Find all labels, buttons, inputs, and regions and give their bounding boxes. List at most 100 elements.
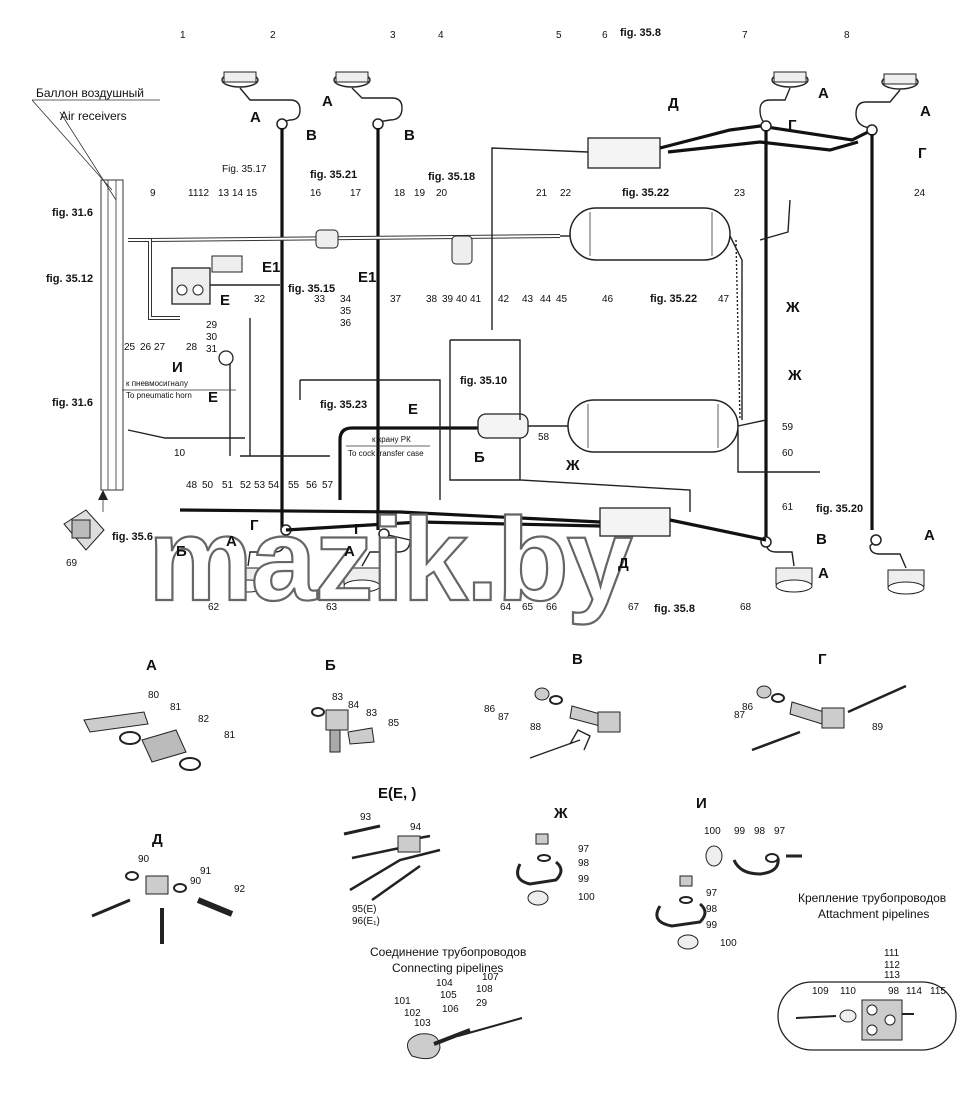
detail-callout-number: 101 [394,996,411,1007]
brake-valve-top [491,137,661,330]
detail-callout-number: 82 [198,714,210,725]
callout-number: 60 [782,448,794,459]
letter-v: В [816,531,827,548]
brake-chamber-top-right-2 [855,73,919,129]
callout-number: 25 [124,342,136,353]
detail-callout-number: 85 [388,718,400,729]
detail-callout-number: 104 [436,978,453,989]
callout-number: 47 [718,294,730,305]
detail-callout-number: 94 [410,822,422,833]
watermark: mazik.by [148,494,632,626]
brake-chamber-top-left-2 [333,71,403,123]
letter-e: Е [408,401,418,418]
brake-chamber-bottom-left-1 [229,532,286,593]
callout-number: 20 [436,188,448,199]
letter-b: Б [176,543,187,560]
letter-e: Е [220,292,230,309]
detail-callout-number: 97 [706,888,718,899]
detail-callout-number: 114 [906,986,922,997]
horn-label-ru: к пневмосигналу [126,379,188,388]
callout-number: 17 [350,188,362,199]
detail-callout-number: 86 [484,704,496,715]
letter-g: Г [354,521,363,538]
detail-callout-number: 100 [578,892,595,903]
detail-callout-number: 106 [442,1004,459,1015]
receiver-frame-bar [100,179,124,491]
pressure-gauge [218,350,234,366]
detail-title-b: Б [325,657,336,674]
letter-a: А [344,543,355,560]
air-receiver-lower [567,399,739,453]
detail-title-g: Г [818,651,827,668]
callout-number: 5 [556,30,562,41]
callout-number: 14 [232,188,244,199]
detail-callout-number: 100 [720,938,737,949]
detail-callout-number: 100 [704,826,721,837]
detail-callout-number: 84 [348,700,360,711]
detail-callout-number: 98 [706,904,718,915]
detail-zh-parts [516,833,563,906]
detail-callouts: 8081828183848385868788868789939495(Е)96(… [138,690,946,1029]
callout-number: 31 [206,344,218,355]
callout-number: 32 [254,294,266,305]
detail-title-v: В [572,651,583,668]
brake-chamber-bottom-right-2 [869,539,925,595]
callout-number: 19 [414,188,426,199]
detail-e-parts [343,824,441,902]
fig-ref: fig. 35.22 [650,293,697,305]
callout-number: 54 [268,480,280,491]
fig-ref: fig. 31.6 [52,207,93,219]
detail-callout-number: 87 [734,710,746,721]
callout-number: 10 [174,448,186,459]
fig-ref: fig. 35.21 [310,169,357,181]
brake-valve-bottom [599,507,671,537]
detail-callout-number: 95(Е) [352,904,376,915]
detail-callout-number: 93 [360,812,372,823]
letter-i: И [172,359,183,376]
letter-g: Г [250,517,259,534]
detail-callout-number: 91 [200,866,212,877]
brake-chamber-bottom-right-1 [765,541,813,593]
connecting-pipelines-detail [407,1017,523,1060]
letter-e: Е [208,389,218,406]
attach-caption-ru: Крепление трубопроводов [798,891,946,905]
callout-number: 62 [208,602,220,613]
callout-number: 50 [202,480,214,491]
letter-d: Д [618,555,629,572]
callout-number: 52 [240,480,252,491]
detail-callout-number: 98 [888,986,900,997]
detail-callout-number: 98 [578,858,590,869]
letter-e1: Е1 [358,269,376,286]
detail-callout-number: 99 [578,874,590,885]
callout-number: 69 [66,558,78,569]
callout-number: 7 [742,30,748,41]
fig-ref: fig. 35.18 [428,171,475,183]
letter-zh: Ж [565,457,580,474]
fig-ref: fig. 35.22 [622,187,669,199]
callout-number: 9 [150,188,156,199]
detail-callout-number: 90 [190,876,202,887]
detail-title-e: Е(Е, ) [378,785,416,802]
callout-number: 29 [206,320,218,331]
callout-number: 63 [326,602,338,613]
detail-callout-number: 83 [366,708,378,719]
callout-number: 64 [500,602,512,613]
section-letters: А В А В Д А Г А Г Е Е1 Е1 Ж Ж И Е Е Б Ж … [172,85,935,582]
detail-title-a: А [146,657,157,674]
fig-ref: fig. 35.20 [816,503,863,515]
detail-callout-number: 80 [148,690,160,701]
detail-callout-number: 103 [414,1018,431,1029]
detail-callout-number: 83 [332,692,344,703]
callout-number: 27 [154,342,166,353]
callout-number: 51 [222,480,234,491]
letter-d: Д [668,95,679,112]
callout-number: 68 [740,602,752,613]
detail-callout-number: 88 [530,722,542,733]
detail-callout-number: 110 [840,986,856,997]
callout-number: 34 [340,294,352,305]
callout-number: 28 [186,342,198,353]
callout-number: 3 [390,30,396,41]
detail-callout-number: 113 [884,970,900,981]
fig-ref: fig. 35.6 [112,531,153,543]
detail-callout-number: 115 [930,986,946,997]
